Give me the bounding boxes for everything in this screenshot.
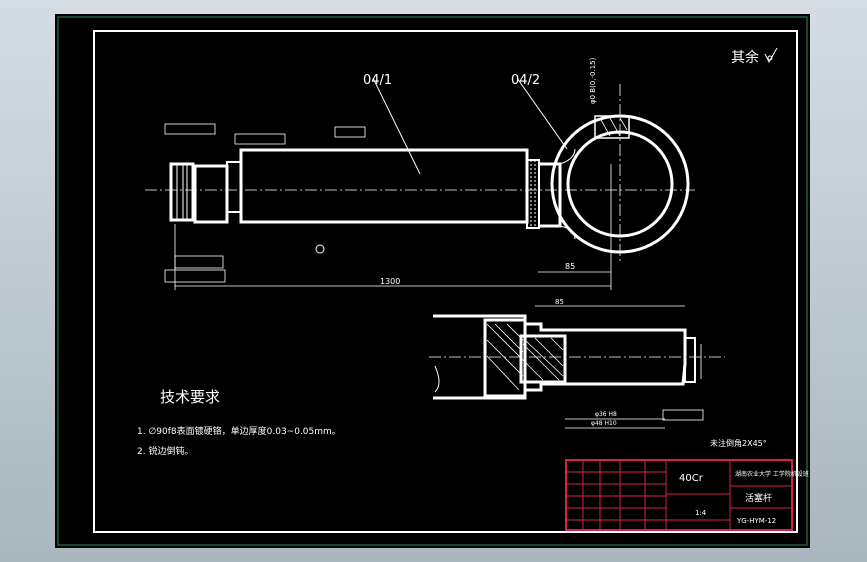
title-block <box>565 459 793 531</box>
tech-req-title: 技术要求 <box>160 388 220 406</box>
chamfer-note: 未注倒角2X45° <box>710 438 767 448</box>
dim-inner-bore: φ36 H8 <box>595 411 617 418</box>
part-label-1: 04/1 <box>363 73 392 88</box>
outer-border <box>57 16 808 546</box>
part-label-2: 04/2 <box>511 73 540 88</box>
roughness-note: 其余 <box>731 49 759 66</box>
cad-viewport[interactable]: 其余 <box>55 14 810 548</box>
piston-rod-elevation <box>145 77 695 290</box>
engineering-drawing: 其余 <box>57 16 809 546</box>
title-block-material: 40Cr <box>679 473 704 484</box>
title-block-drawing-number: YG-HYM-12 <box>736 517 776 525</box>
drawing-border <box>93 30 798 533</box>
tech-req-item-2: 2. 锐边倒钝。 <box>137 445 193 457</box>
dim-eye-offset: 85 <box>565 262 575 271</box>
dim-overall-length: 1300 <box>380 277 400 286</box>
title-block-part-name: 活塞杆 <box>745 492 772 504</box>
title-block-scale: 1:4 <box>695 509 707 517</box>
section-view <box>429 305 725 429</box>
title-block-school: 湖南农业大学 工学院机设班 <box>735 470 809 478</box>
tech-req-item-1: 1. ∅90f8表面镀硬铬，单边厚度0.03~0.05mm。 <box>137 425 341 437</box>
dim-outer-bore: φ48 H10 <box>591 420 617 427</box>
roughness-symbol-icon <box>764 47 778 64</box>
dim-section-length: 85 <box>555 298 564 306</box>
dim-bore: φ0 B(0,-0.15) <box>589 57 597 104</box>
